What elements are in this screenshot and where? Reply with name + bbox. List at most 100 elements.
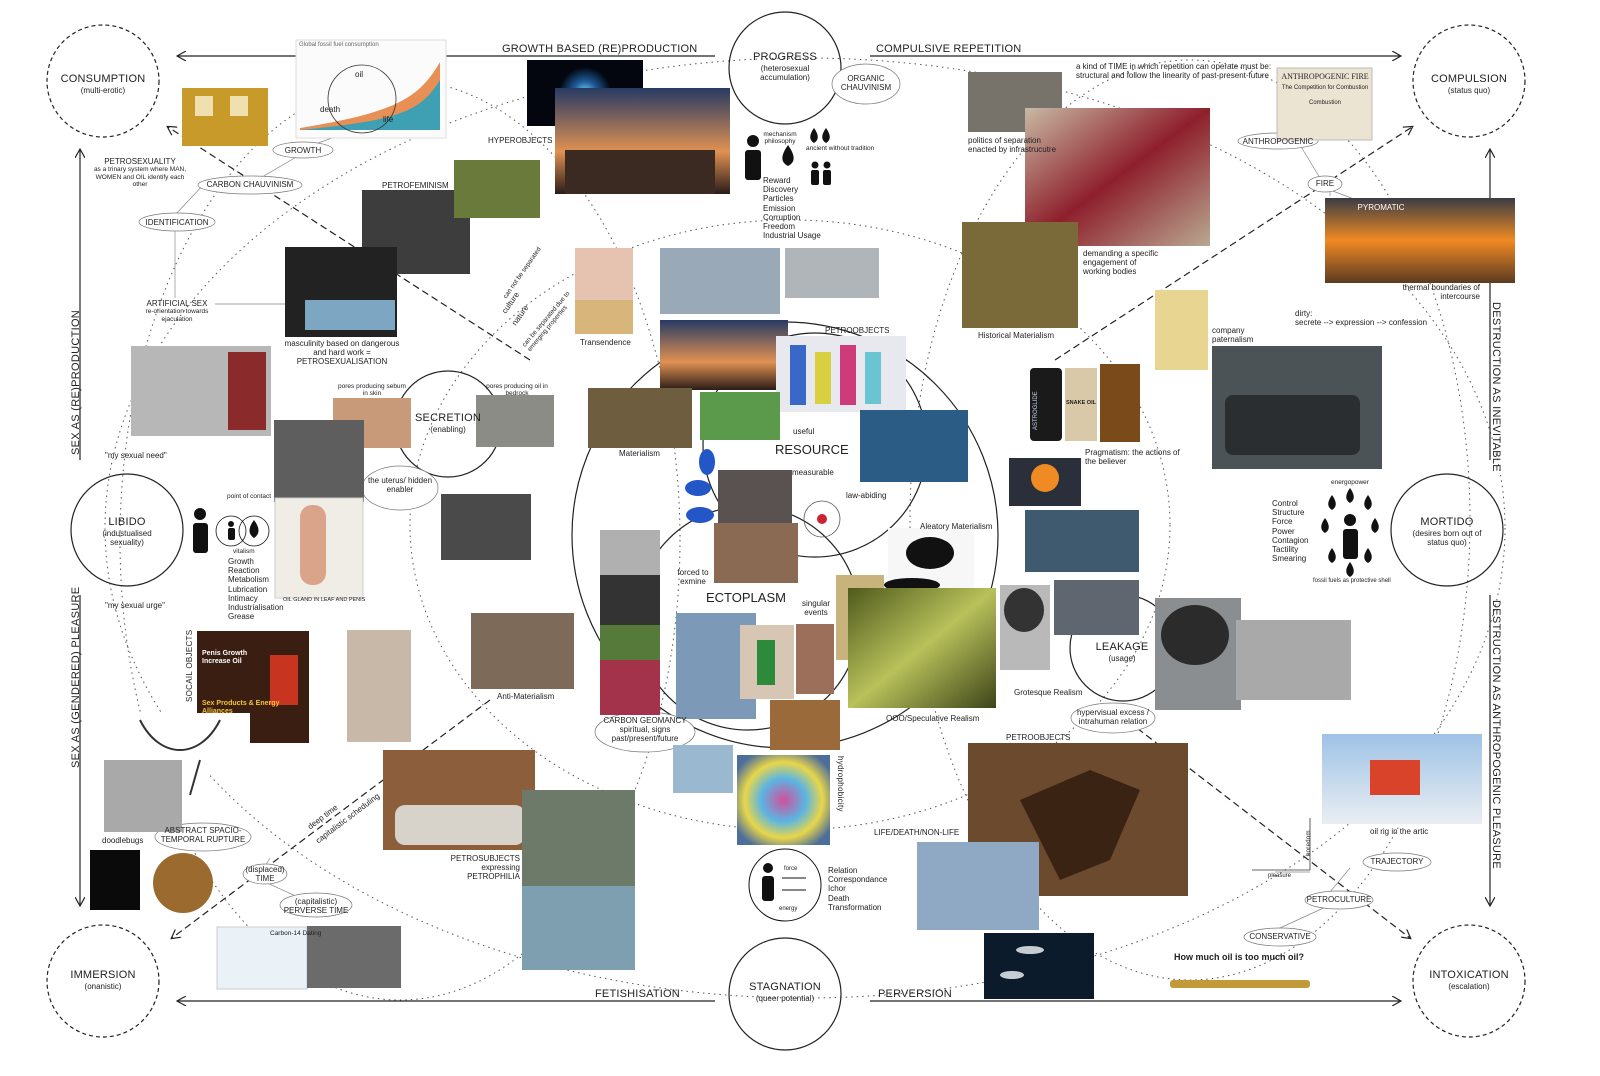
edge-left-top: SEX AS (RE)PRODUCTION bbox=[70, 309, 82, 455]
photo-snake-oil bbox=[1065, 368, 1097, 441]
photo-oil-sheen bbox=[737, 755, 830, 845]
edge-top-right: COMPULSIVE REPETITION bbox=[876, 43, 1022, 55]
diag-bottomleft bbox=[172, 699, 491, 938]
immersion-sub: (onanistic) bbox=[84, 981, 122, 991]
progress-label: PROGRESS (heterosexual accumulation) bbox=[740, 51, 830, 82]
life-death-label: LIFE/DEATH/NON-LIFE bbox=[874, 828, 960, 837]
astroglide-label: ASTROGLIDE bbox=[1033, 391, 1039, 430]
competition-label: The Competition for Combustion bbox=[1281, 85, 1369, 91]
energy-label: energy bbox=[779, 906, 798, 912]
chart-life-label: life bbox=[383, 115, 394, 124]
progress-sub: (heterosexual accumulation) bbox=[760, 63, 810, 82]
photo-beach-cleanup bbox=[1025, 510, 1139, 572]
sex-toy-red bbox=[228, 352, 266, 430]
forced-label: forced to exmine bbox=[677, 568, 709, 587]
photo-strata bbox=[575, 300, 633, 334]
oil-rig-label: oil rig in the artic bbox=[1370, 827, 1429, 836]
displaced-time-label: (displaced) TIME bbox=[245, 865, 285, 884]
petroobjects-bottom-label: PETROOBJECTS bbox=[1006, 733, 1071, 742]
ooo-label: OOO/Speculative Realism bbox=[886, 714, 980, 723]
rig-water bbox=[305, 300, 395, 330]
leakage-label: LEAKAGE (usage) bbox=[1082, 641, 1162, 663]
immersion-label: IMMERSION (onanistic) bbox=[53, 969, 153, 991]
ad-bottle bbox=[270, 655, 298, 705]
perverse-time-label: (capitalistic) PERVERSE TIME bbox=[283, 897, 349, 916]
pelican-shape bbox=[1020, 770, 1140, 880]
consumption-title: CONSUMPTION bbox=[60, 73, 146, 85]
atom-core bbox=[817, 514, 827, 524]
chart-death-label: death bbox=[320, 105, 341, 114]
anti-materialism-label: Anti-Materialism bbox=[497, 692, 555, 701]
socail-objects-label: SOCAIL OBJECTS bbox=[185, 629, 194, 702]
diag-topleft bbox=[168, 127, 531, 361]
petrosexuality-title: PETROSEXUALITY bbox=[104, 157, 176, 166]
compulsion-sub: (status quo) bbox=[1447, 85, 1491, 95]
thermal-label: thermal boundaries of intercourse bbox=[1402, 283, 1480, 302]
secretion-label: SECRETION (enabling) bbox=[405, 412, 491, 434]
photo-oil-bucket bbox=[848, 588, 996, 708]
consumption-label: CONSUMPTION (multi-erotic) bbox=[53, 73, 153, 95]
outer-dotted-oval bbox=[104, 57, 1506, 999]
doodlebugs-label: doodlebugs bbox=[102, 836, 144, 845]
leakage-title: LEAKAGE bbox=[1095, 641, 1149, 653]
immersion-title: IMMERSION bbox=[70, 969, 136, 981]
progress-list: Reward Discovery Particles Emission Corr… bbox=[763, 176, 821, 241]
libido-list: Growth Reaction Metabolism Lubrication I… bbox=[228, 557, 284, 622]
stagnation-label: STAGNATION (queer potential) bbox=[740, 981, 830, 1003]
photo-doodlebugs bbox=[104, 760, 182, 832]
pores-skin-label: pores producing sebum in skin bbox=[338, 383, 406, 398]
resource-label: RESOURCE bbox=[775, 442, 849, 457]
law-abiding-label: law-abiding bbox=[846, 491, 887, 500]
photo-crowd bbox=[307, 926, 401, 988]
pill-1 bbox=[699, 449, 715, 475]
useful-label: useful bbox=[793, 427, 815, 436]
progress-figures bbox=[745, 128, 831, 185]
abstract-rupture-label: ABSTRACT SPACIO-TEMPORAL RUPTURE bbox=[160, 826, 246, 845]
chart-title-label: Global fossil fuel consumption bbox=[299, 42, 379, 48]
arctic-rig-ship bbox=[1370, 760, 1420, 795]
photo-smog-person bbox=[1236, 620, 1351, 700]
photo-sea-splash bbox=[522, 886, 635, 970]
photo-amber-bottle bbox=[1100, 364, 1140, 442]
masculinity-label: masculinity based on dangerous and hard … bbox=[284, 339, 400, 367]
intoxication-title: INTOXICATION bbox=[1429, 969, 1509, 981]
demanding-label: demanding a specific engagement of worki… bbox=[1083, 249, 1159, 277]
oil-barrel bbox=[906, 537, 954, 569]
company-paternalism-label: company paternalism bbox=[1212, 326, 1254, 345]
pores-bedrock-label: pores producing oil in bedrock bbox=[486, 383, 548, 398]
stagnation-circle bbox=[728, 937, 842, 1051]
progress-circle bbox=[728, 11, 842, 125]
sex-products-label: Sex Products & Energy Alliances bbox=[202, 700, 280, 716]
photo-body-curve bbox=[575, 248, 633, 300]
snake-oil-label: SNAKE OIL bbox=[1066, 400, 1096, 406]
trajectory-label: TRAJECTORY bbox=[1370, 857, 1424, 866]
photo-radial-ring bbox=[600, 530, 660, 575]
left-dotted-oval bbox=[119, 79, 681, 1001]
photo-green-stone bbox=[600, 625, 660, 660]
politics-separation-label: politics of separation enacted by infras… bbox=[968, 136, 1057, 155]
pyromatic-label: PYROMATIC bbox=[1357, 203, 1405, 212]
pill-3 bbox=[686, 507, 714, 523]
photo-pumpjacks bbox=[660, 320, 788, 390]
fuel-chart-area2 bbox=[300, 80, 440, 130]
edge-bottom-left: FETISHISATION bbox=[595, 988, 680, 1000]
boredom-label: boredom bbox=[1306, 830, 1312, 856]
compulsion-label: COMPULSION (status quo) bbox=[1419, 73, 1519, 95]
photo-anti-materialism bbox=[471, 613, 574, 689]
petroculture-label: PETROCULTURE bbox=[1306, 895, 1372, 904]
how-much-label: How much oil is too much oil? bbox=[1174, 952, 1304, 962]
petroobjects-top-label: PETROOBJECTS bbox=[825, 326, 890, 335]
hyperobjects-label: HYPEROBJECTS bbox=[488, 136, 553, 145]
intoxication-label: INTOXICATION (escalation) bbox=[1419, 969, 1519, 991]
photo-dipstick bbox=[1170, 980, 1310, 988]
sexual-urge-label: "my sexual urge" bbox=[105, 601, 165, 610]
diag-topright bbox=[1054, 127, 1412, 361]
hydrophobicity-label: hydrophobicity bbox=[836, 756, 845, 812]
edge-right-top: DESTRUCTION AS INEVITABLE bbox=[1490, 302, 1502, 472]
anthropogenic-oval-label: ANTHROPOGENIC bbox=[1242, 137, 1314, 146]
fish-1 bbox=[1016, 946, 1044, 954]
photo-ectoplasm-hand bbox=[714, 523, 798, 583]
ectoplasm-label: ECTOPLASM bbox=[706, 590, 786, 605]
bottle-blue bbox=[790, 345, 806, 405]
intoxication-circle bbox=[1412, 924, 1526, 1038]
